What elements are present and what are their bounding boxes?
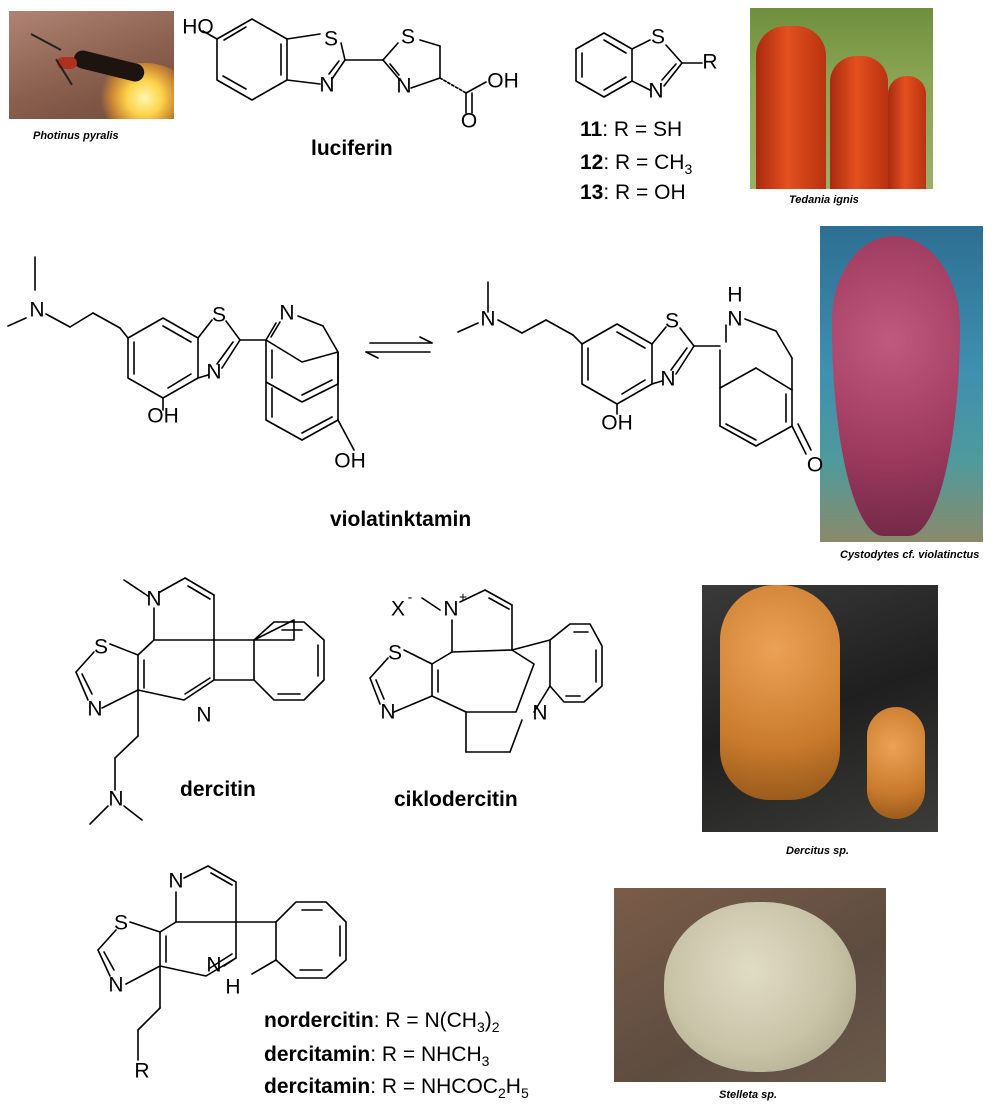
viol1-n-thiazole: N bbox=[206, 361, 221, 384]
ciklo-x-minus: - bbox=[408, 589, 413, 605]
luciferin-s1: S bbox=[324, 28, 338, 51]
ciklo-n-plus: N bbox=[443, 598, 458, 621]
dercitin-structure bbox=[75, 577, 325, 825]
viol2-o: O bbox=[807, 454, 823, 477]
nord-s: S bbox=[114, 912, 128, 935]
luciferin-ho: HO bbox=[182, 16, 214, 39]
ciklo-n-thiazole: N bbox=[380, 701, 395, 724]
ciklo-x: X bbox=[391, 598, 405, 621]
dercitus-photo bbox=[702, 585, 938, 832]
r-line-11: 11: R = SH bbox=[580, 118, 683, 141]
viol1-oh: OH bbox=[147, 405, 179, 428]
violatinktamin-phenol-structure bbox=[7, 256, 355, 451]
ciklo-plus: + bbox=[459, 589, 467, 605]
luciferin-s2: S bbox=[401, 26, 415, 49]
caption-tedania-ignis: Tedania ignis bbox=[789, 194, 859, 206]
viol1-s: S bbox=[212, 304, 226, 327]
ciklo-s: S bbox=[388, 642, 402, 665]
viol1-nme2: N bbox=[29, 299, 44, 322]
viol2-nme2: N bbox=[480, 308, 495, 331]
luciferin-structure bbox=[202, 18, 487, 114]
violatinktamin-quinoid-structure bbox=[457, 281, 812, 455]
cystodytes-photo bbox=[820, 226, 983, 542]
viol2-n-thiazole: N bbox=[660, 368, 675, 391]
nord-nh: N bbox=[206, 954, 221, 977]
luciferin-oh: OH bbox=[487, 70, 519, 93]
luciferin-n2: N bbox=[396, 75, 411, 98]
nordercitin-core-structure bbox=[97, 865, 347, 1061]
nord-h: H bbox=[225, 976, 240, 999]
benzothiazole-s: S bbox=[651, 26, 665, 49]
benzothiazole-core-structure bbox=[575, 32, 703, 98]
photinus-pyralis-photo bbox=[9, 11, 174, 119]
nord-n-thiazole: N bbox=[108, 974, 123, 997]
tedania-ignis-photo bbox=[750, 8, 933, 189]
ciklo-n-indole: N bbox=[532, 702, 547, 725]
label-ciklodercitin: ciklodercitin bbox=[394, 788, 518, 811]
luciferin-o: O bbox=[461, 110, 477, 133]
label-dercitin: dercitin bbox=[180, 778, 256, 801]
stelleta-photo bbox=[614, 888, 886, 1082]
dercitin-s: S bbox=[94, 636, 108, 659]
caption-stelleta: Stelleta sp. bbox=[719, 1089, 778, 1101]
dercitin-n-methyl: N bbox=[146, 588, 161, 611]
viol2-s: S bbox=[665, 310, 679, 333]
caption-dercitus: Dercitus sp. bbox=[786, 845, 849, 857]
label-luciferin: luciferin bbox=[311, 137, 393, 160]
label-violatinktamin: violatinktamin bbox=[330, 508, 472, 531]
nord-r: R bbox=[134, 1060, 149, 1083]
benzothiazole-r: R bbox=[702, 51, 717, 74]
viol1-oh-2: OH bbox=[334, 450, 366, 473]
viol2-oh: OH bbox=[601, 412, 633, 435]
caption-cystodytes: Cystodytes cf. violatinctus bbox=[840, 549, 980, 561]
r-line-13: 13: R = OH bbox=[580, 181, 686, 204]
ciklodercitin-structure bbox=[369, 589, 603, 753]
dercitin-n-acridine: N bbox=[196, 704, 211, 727]
viol2-h: H bbox=[727, 284, 742, 307]
dercitin-nme2: N bbox=[108, 788, 123, 811]
luciferin-n1: N bbox=[319, 74, 334, 97]
dercitin-n-thiazole: N bbox=[87, 698, 102, 721]
equilibrium-arrows bbox=[365, 336, 433, 359]
r-line-nordercitin: nordercitin: R = N(CH3)2 bbox=[264, 1009, 500, 1036]
r-line-12: 12: R = CH3 bbox=[580, 151, 693, 178]
viol2-nh: N bbox=[727, 308, 742, 331]
benzothiazole-n: N bbox=[648, 80, 663, 103]
r-line-dercitamin-2: dercitamin: R = NHCOC2H5 bbox=[264, 1075, 529, 1102]
caption-photinus-pyralis: Photinus pyralis bbox=[33, 130, 119, 142]
viol1-n-imine: N bbox=[279, 302, 294, 325]
r-line-dercitamin-1: dercitamin: R = NHCH3 bbox=[264, 1043, 490, 1070]
nord-n-pyridine: N bbox=[168, 870, 183, 893]
